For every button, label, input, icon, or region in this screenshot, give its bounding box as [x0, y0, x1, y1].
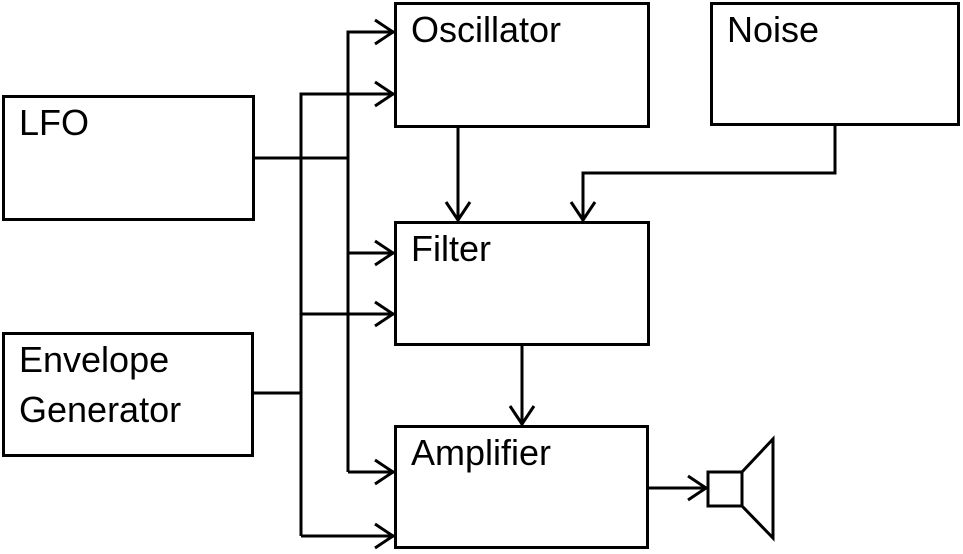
- lfo-bus-line: [346, 30, 396, 472]
- node-lfo: LFO: [2, 95, 255, 221]
- arrow-envelope-to-filter: [374, 300, 396, 328]
- node-oscillator-label: Oscillator: [411, 9, 562, 50]
- arrow-oscillator-to-filter: [444, 201, 472, 223]
- node-noise: Noise: [710, 2, 960, 126]
- node-oscillator: Oscillator: [394, 2, 650, 128]
- node-amplifier-label: Amplifier: [411, 432, 552, 473]
- speaker-driver: [706, 470, 744, 508]
- arrow-noise-to-filter: [569, 201, 597, 223]
- speaker-icon: [706, 435, 775, 542]
- arrow-envelope-to-oscillator: [374, 80, 396, 108]
- node-filter-label: Filter: [411, 228, 491, 269]
- noise-to-filter-line: [581, 125, 837, 221]
- envelope-bus-line: [299, 92, 396, 536]
- arrow-envelope-to-amplifier: [374, 522, 396, 550]
- node-lfo-label: LFO: [19, 102, 90, 143]
- node-envelope-generator: Envelope Generator: [2, 332, 254, 457]
- arrow-lfo-to-filter: [374, 239, 396, 267]
- node-envelope-generator-label-line1: Envelope: [19, 339, 170, 380]
- arrow-lfo-to-amplifier: [374, 458, 396, 486]
- node-amplifier: Amplifier: [394, 425, 649, 549]
- node-noise-label: Noise: [727, 9, 820, 50]
- arrow-amplifier-to-speaker: [687, 474, 709, 502]
- arrow-lfo-to-oscillator: [374, 18, 396, 46]
- node-filter: Filter: [394, 221, 650, 346]
- node-envelope-generator-label-line2: Generator: [19, 389, 182, 430]
- speaker-cone: [740, 435, 775, 542]
- arrow-filter-to-amplifier: [508, 405, 536, 427]
